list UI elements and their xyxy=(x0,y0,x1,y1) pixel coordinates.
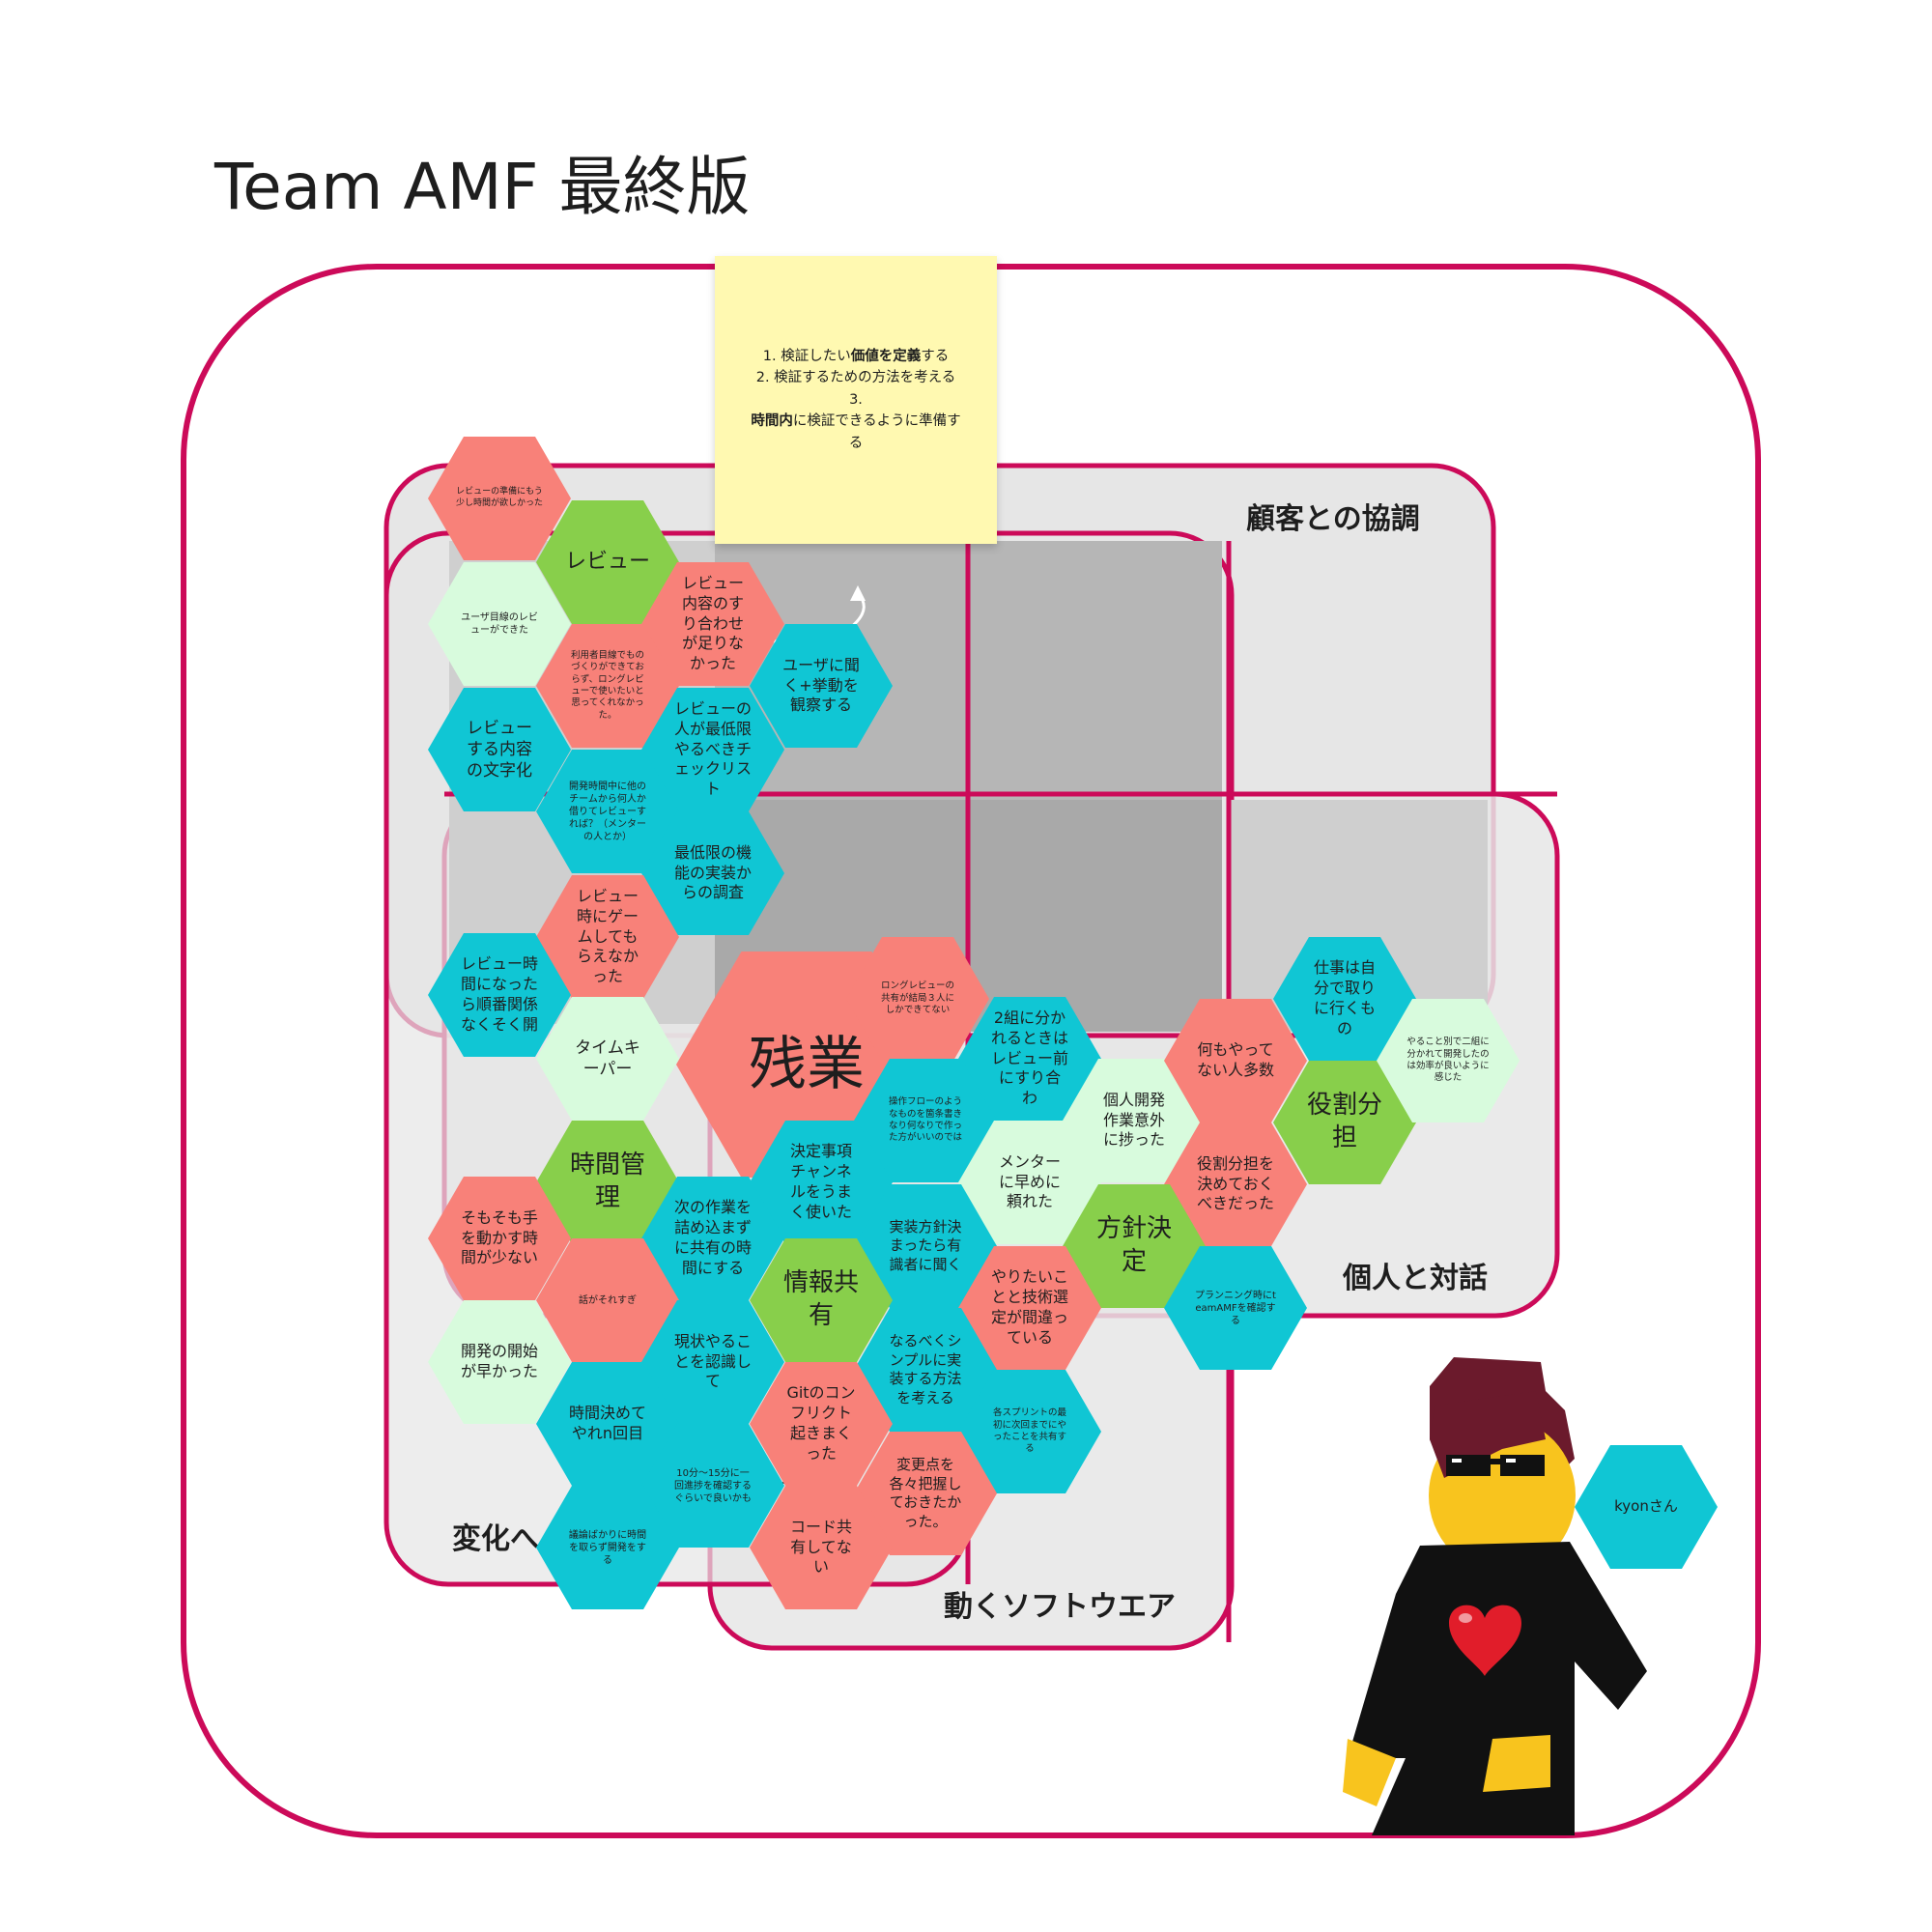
hex-note[interactable]: ロングレビューの共有が結局３人にしかできてない xyxy=(846,937,989,1061)
hex-note[interactable]: そもそも手を動かす時間が少ない xyxy=(428,1177,571,1300)
sunglasses-icon xyxy=(1446,1455,1545,1476)
board-title: Team AMF 最終版 xyxy=(214,150,751,224)
zone-label-customer: 顧客との協調 xyxy=(1246,502,1420,536)
hex-note[interactable]: 開発の開始が早かった xyxy=(428,1300,571,1424)
zone-label-change: 変化へ xyxy=(452,1522,539,1556)
hex-note[interactable]: 変更点を各々把握しておきたかった。 xyxy=(854,1432,997,1555)
hex-note[interactable]: 実装方針決まったら有識者に聞く xyxy=(854,1184,997,1308)
sticky-text: る xyxy=(848,435,864,451)
avatar-hand-right xyxy=(1483,1735,1550,1792)
sticky-text-bold: 価値を定義 xyxy=(850,348,922,364)
zone-label-software: 動くソフトウエア xyxy=(944,1590,1176,1624)
sticky-text: に検証できるように準備す xyxy=(792,413,961,430)
sticky-note[interactable]: 1. 検証したい価値を定義する 2. 検証するための方法を考える 3. 時間内に… xyxy=(715,256,997,544)
arrow-head-icon xyxy=(850,585,866,601)
zone-label-individuals: 個人と対話 xyxy=(1343,1262,1488,1295)
sticky-text: 1. 検証したい xyxy=(762,348,851,364)
sticky-text: 2. 検証するための方法を考える xyxy=(755,370,956,386)
sticky-text: 3. xyxy=(849,391,863,408)
sticky-text-bold: 時間内 xyxy=(751,413,793,430)
hex-note[interactable]: Gitのコンフリクト起きまくった xyxy=(750,1362,893,1486)
avatar-hand-left xyxy=(1343,1739,1396,1806)
hex-category-info-sharing[interactable]: 情報共有 xyxy=(750,1238,893,1362)
avatar-body xyxy=(1348,1542,1647,1835)
heart-icon xyxy=(1449,1605,1521,1676)
hex-note[interactable]: タイムキーパー xyxy=(536,997,679,1121)
sticky-text: する xyxy=(921,348,950,364)
avatar-figure[interactable] xyxy=(1338,1352,1666,1835)
hex-note[interactable]: コード共有してない xyxy=(750,1486,893,1609)
hex-note[interactable]: 議論ばかりに時間を取らず開発をする xyxy=(536,1486,679,1609)
hex-note[interactable]: ユーザに聞く+挙動を観察する xyxy=(750,624,893,748)
hex-note[interactable]: レビューの人が最低限やるべきチェックリスト xyxy=(641,688,784,811)
